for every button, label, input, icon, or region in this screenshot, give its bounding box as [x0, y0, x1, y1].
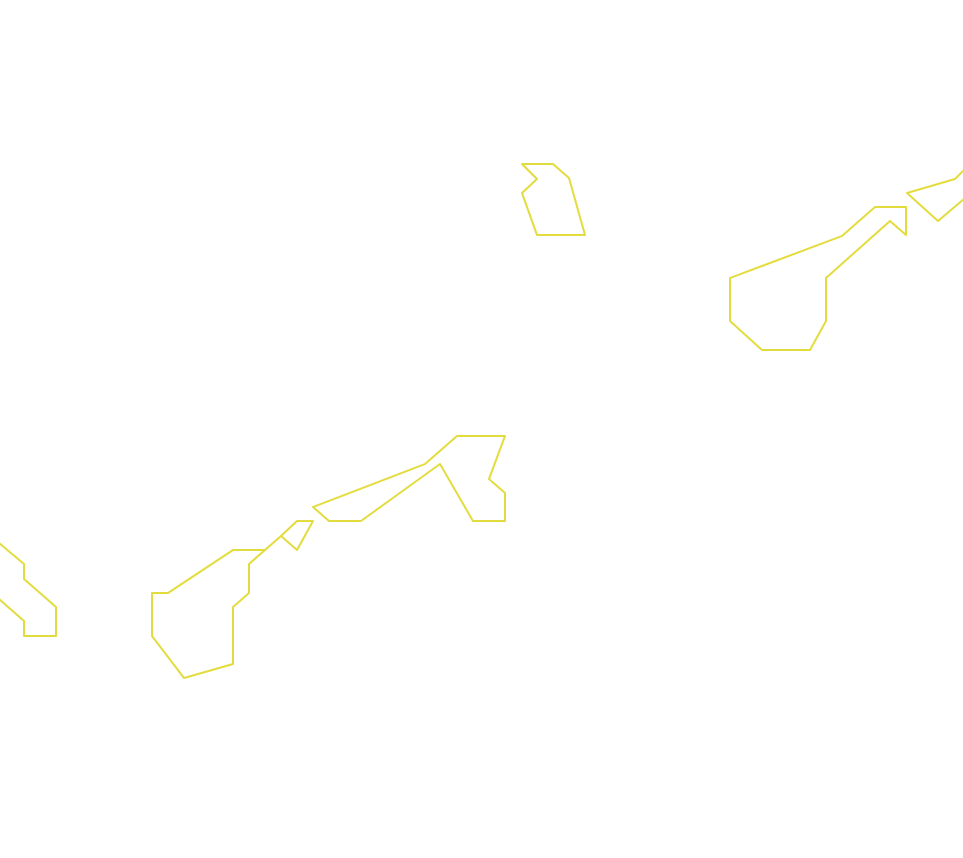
region-outline — [729, 206, 907, 351]
region-outline — [906, 169, 963, 222]
region-outline — [280, 520, 314, 551]
region-outline — [151, 535, 282, 679]
region-outline — [0, 542, 57, 637]
region-outline — [521, 163, 586, 236]
region-outline — [312, 435, 506, 522]
